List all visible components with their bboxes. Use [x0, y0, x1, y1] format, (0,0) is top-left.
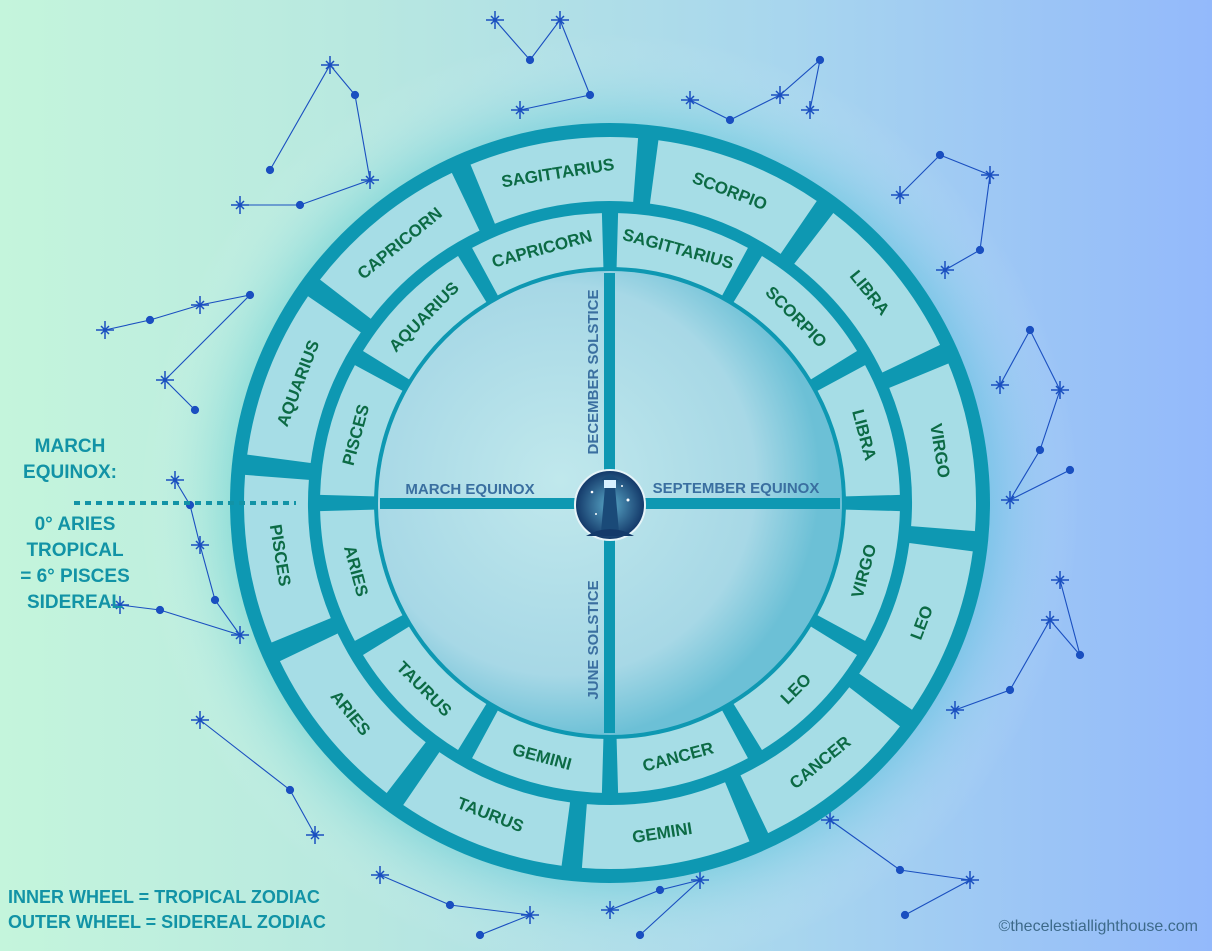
- inner-cell-aries: [320, 509, 403, 641]
- outer-cell-taurus: [403, 752, 571, 866]
- march-equinox-label: MARCH EQUINOX: [405, 481, 534, 498]
- inner-cell-gemini: [472, 710, 604, 793]
- inner-cell-taurus: [362, 626, 487, 751]
- copyright-text: ©thecelestiallighthouse.com: [998, 918, 1198, 935]
- outer-cell-aquarius: [247, 296, 361, 464]
- outer-cell-gemini: [581, 782, 750, 869]
- lighthouse-icon: [574, 469, 646, 541]
- outer-cell-capricorn: [320, 172, 480, 319]
- inner-cell-sagittarius: [616, 213, 748, 296]
- wheel-legend: INNER WHEEL = TROPICAL ZODIAC OUTER WHEE…: [8, 885, 326, 935]
- outer-cell-leo: [859, 542, 973, 710]
- inner-cell-virgo: [817, 509, 900, 641]
- march-equinox-note-title: MARCH EQUINOX:: [20, 434, 120, 486]
- outer-cell-virgo: [889, 363, 976, 532]
- inner-cell-leo: [733, 626, 858, 751]
- legend-inner-wheel: INNER WHEEL = TROPICAL ZODIAC: [8, 887, 320, 907]
- note-line: 0° ARIES: [34, 514, 116, 535]
- note-line: = 6° PISCES: [20, 566, 130, 587]
- december-solstice-label: DECEMBER SOLSTICE: [585, 289, 602, 454]
- note-line: TROPICAL: [26, 540, 124, 561]
- inner-cell-capricorn: [472, 213, 604, 296]
- note-line: SIDEREAL: [26, 592, 124, 613]
- legend-outer-wheel: OUTER WHEEL = SIDEREAL ZODIAC: [8, 912, 326, 932]
- outer-cell-sagittarius: [470, 137, 639, 224]
- note-title-line: EQUINOX:: [23, 462, 117, 483]
- note-title-line: MARCH: [34, 436, 106, 457]
- inner-cell-libra: [817, 365, 900, 497]
- june-solstice-label: JUNE SOLSTICE: [585, 580, 602, 699]
- inner-cell-scorpio: [733, 255, 858, 380]
- outer-cell-pisces: [244, 474, 331, 643]
- march-equinox-note-body: 0° ARIES TROPICAL = 6° PISCES SIDEREAL: [10, 512, 140, 616]
- outer-cell-cancer: [740, 687, 900, 834]
- outer-cell-scorpio: [649, 140, 817, 254]
- inner-cell-pisces: [320, 365, 403, 497]
- constellations-decoration: [96, 11, 1085, 940]
- inner-cell-aquarius: [362, 255, 487, 380]
- september-equinox-label: SEPTEMBER EQUINOX: [653, 480, 820, 497]
- outer-cell-libra: [794, 213, 941, 373]
- inner-cell-cancer: [616, 710, 748, 793]
- outer-cell-aries: [279, 633, 426, 793]
